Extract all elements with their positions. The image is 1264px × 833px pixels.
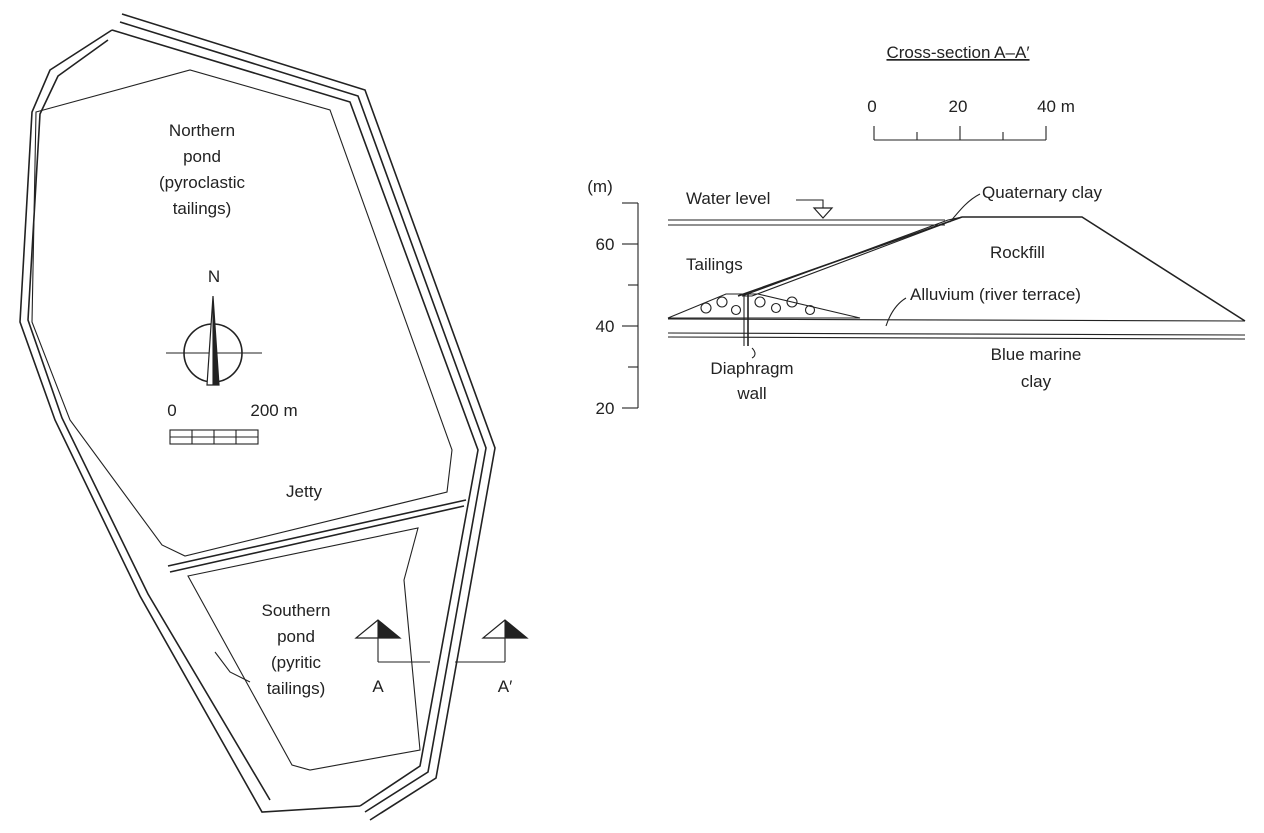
quaternary-clay-label: Quaternary clay: [982, 183, 1102, 202]
quaternary-clay-leader: [949, 193, 981, 223]
tailings-mound: [667, 293, 861, 319]
boulders-icon: [700, 296, 816, 316]
alluvium-label: Alluvium (river terrace): [910, 285, 1081, 304]
diaphragm-wall-label-2: wall: [736, 384, 766, 403]
embankment-outer-line: [121, 13, 496, 821]
blue-marine-clay-label-1: Blue marine: [991, 345, 1082, 364]
elevation-axis: [622, 202, 639, 409]
northern-pond-label-1: Northern: [169, 121, 235, 140]
marine-clay-surface: [667, 332, 1246, 336]
water-level-label: Water level: [686, 189, 770, 208]
section-scale-zero: 0: [867, 97, 876, 116]
southern-pond-boundary: [187, 527, 421, 771]
axis-tick-20: 20: [596, 399, 615, 418]
southern-pond-label-2: pond: [277, 627, 315, 646]
north-label: N: [208, 267, 220, 286]
cross-section: Cross-section A–A′ 0 20 40 m (m) 60 40 2…: [587, 43, 1246, 418]
section-mark-a: A: [372, 677, 384, 696]
section-scale-end: 40 m: [1037, 97, 1075, 116]
section-marker-a-prime-icon: [455, 619, 529, 663]
embankment-west-outer: [19, 29, 361, 813]
northern-pond-label-2: pond: [183, 147, 221, 166]
axis-tick-60: 60: [596, 235, 615, 254]
section-scale-mid: 20: [949, 97, 968, 116]
alluvium-leader: [885, 297, 907, 327]
blue-marine-clay-label-2: clay: [1021, 372, 1052, 391]
axis-tick-40: 40: [596, 317, 615, 336]
embankment-line-3: [111, 29, 479, 807]
plan-scale-end: 200 m: [250, 401, 297, 420]
jetty-line-2: [169, 505, 465, 573]
alluvium-surface: [667, 318, 1246, 322]
tailings-label: Tailings: [686, 255, 743, 274]
section-mark-a-prime: A′: [498, 677, 513, 696]
section-title: Cross-section A–A′: [886, 43, 1029, 62]
water-level-icon: [796, 199, 834, 219]
section-scale-bar: [873, 126, 1047, 141]
jetty-line: [167, 499, 467, 567]
section-marker-a-icon: [354, 619, 430, 663]
embankment-line-2: [119, 21, 487, 813]
northern-pond-boundary: [31, 69, 453, 557]
diaphragm-wall-label-1: Diaphragm: [710, 359, 793, 378]
embankment-west-line-2: [27, 39, 271, 801]
diaphragm-leader: [751, 347, 756, 359]
north-arrow-icon: [166, 295, 262, 386]
southern-pond-label-1: Southern: [262, 601, 331, 620]
southern-pond-leader: [214, 651, 251, 683]
northern-pond-label-4: tailings): [173, 199, 232, 218]
jetty-label: Jetty: [286, 482, 322, 501]
northern-pond-label-3: (pyroclastic: [159, 173, 245, 192]
rockfill-label: Rockfill: [990, 243, 1045, 262]
plan-scale-zero: 0: [167, 401, 176, 420]
marine-clay-surface-2: [667, 336, 1246, 340]
axis-unit: (m): [587, 177, 612, 196]
southern-pond-label-3: (pyritic: [271, 653, 322, 672]
plan-view: Northern pond (pyroclastic tailings) N 0…: [19, 13, 529, 821]
plan-scale-bar: [169, 429, 259, 445]
southern-pond-label-4: tailings): [267, 679, 326, 698]
